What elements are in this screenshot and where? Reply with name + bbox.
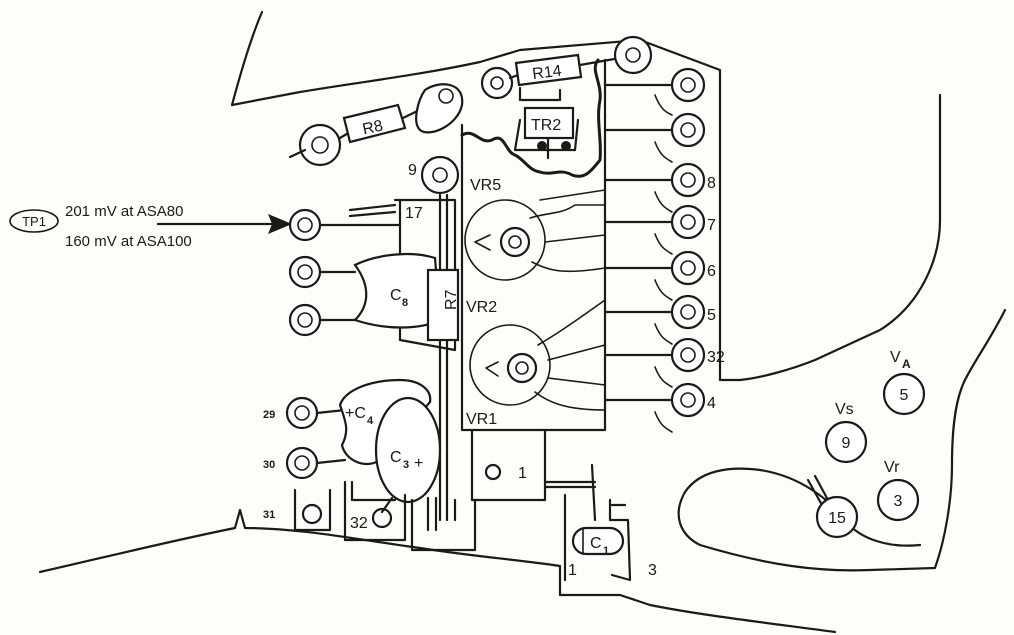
c3-subscript: 3 — [403, 459, 409, 471]
pin-8-label: 8 — [707, 175, 716, 192]
tp1-label: TP1 — [22, 214, 46, 229]
r7-label: R7 — [443, 289, 460, 310]
pin-1-label: 1 — [518, 465, 527, 482]
c8-label: C — [390, 287, 402, 304]
pin-5-label: 5 — [707, 307, 716, 324]
va-label: V — [890, 349, 901, 366]
r14-label: R14 — [531, 63, 562, 83]
vs-label: Vs — [835, 401, 854, 418]
capacitor-c4-c3-area: 29 30 +C 4 C 3 + 31 32 — [263, 378, 477, 552]
c1-subscript: 1 — [603, 545, 609, 557]
pin-29-label: 29 — [263, 409, 275, 421]
c4-subscript: 4 — [367, 415, 374, 427]
pin-6-label: 6 — [707, 263, 716, 280]
tp1-value-asa80: 201 mV at ASA80 — [65, 203, 183, 220]
capacitor-c8: C 8 — [352, 252, 442, 329]
tp1-value-asa100: 160 mV at ASA100 — [65, 233, 192, 250]
resistor-r14-group: R14 — [480, 35, 653, 102]
c3-plus: + — [414, 455, 423, 472]
pin-30-label: 30 — [263, 459, 275, 471]
va-subscript: A — [902, 357, 911, 371]
vr-label: Vr — [884, 459, 900, 476]
transistor-tr2: TR2 — [513, 106, 580, 160]
pin-1-block: 1 — [470, 428, 597, 522]
c1-label: C — [590, 535, 602, 552]
point-15-number: 15 — [828, 510, 846, 527]
tr2-label: TR2 — [531, 117, 561, 134]
pin-17-label: 17 — [405, 205, 423, 222]
test-point-tp1: TP1 201 mV at ASA80 160 mV at ASA100 — [9, 203, 292, 250]
c4-label: +C — [345, 405, 366, 422]
pin-9-label: 9 — [408, 162, 417, 179]
c8-subscript: 8 — [402, 297, 408, 309]
vs-number: 9 — [842, 435, 851, 452]
board-outline — [38, 10, 1007, 634]
variable-resistor-block: 9 VR5 VR2 VR1 R7 — [408, 58, 607, 522]
capacitor-c1: C 1 1 3 — [563, 493, 657, 582]
pin-32-right-label: 32 — [707, 349, 725, 366]
arrow-head — [268, 214, 292, 234]
vr1-label: VR1 — [466, 411, 497, 428]
pin-4-label: 4 — [707, 395, 716, 412]
pin-7-label: 7 — [707, 217, 716, 234]
vr-number: 3 — [894, 493, 903, 510]
c3-label: C — [390, 449, 402, 466]
right-terminal-pads: 8 7 6 5 32 4 — [603, 67, 725, 433]
pin-32-bottom-label: 32 — [350, 515, 368, 532]
vr2-label: VR2 — [466, 299, 497, 316]
pin-31-label: 31 — [263, 509, 275, 521]
vr5-label: VR5 — [470, 177, 501, 194]
resistor-r8-group: R8 — [288, 83, 464, 167]
left-terminal-pads — [288, 208, 402, 337]
voltage-test-points: V A 5 Vs 9 Vr 3 15 — [806, 349, 926, 539]
va-number: 5 — [900, 387, 909, 404]
c1-pin-1-label: 1 — [568, 562, 577, 579]
r8-label: R8 — [361, 118, 385, 139]
break-line — [460, 58, 602, 178]
c1-pin-3-label: 3 — [648, 562, 657, 579]
